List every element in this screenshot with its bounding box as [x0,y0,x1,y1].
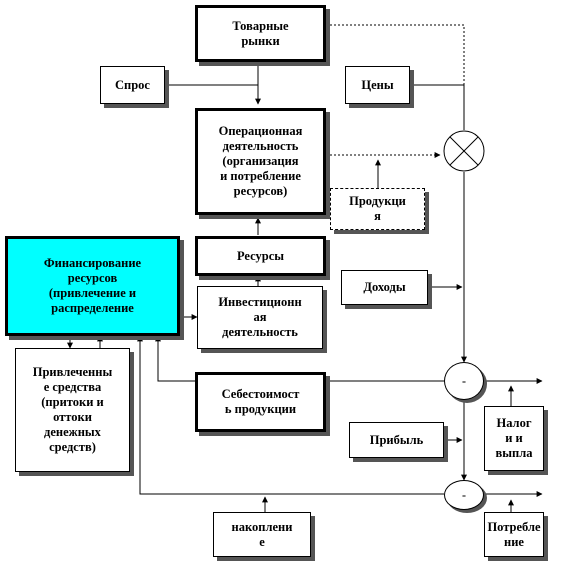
connector-minus2-to-financing [137,335,444,495]
connector-minus1-to-financing [155,335,444,382]
box-investment: Инвестиционн ая деятельность [197,286,323,349]
box-accumulation: накоплени е [213,512,311,557]
merge-node [443,130,485,172]
box-products: Продукци я [330,188,425,230]
minus-node-2: - [444,480,484,510]
box-operations: Операционная деятельность (организация и… [195,108,326,215]
box-taxes: Налог и и выпла [484,406,544,471]
box-financing: Финансирование ресурсов (привлечение и р… [5,236,180,336]
box-raised-funds: Привлеченны е средства (притоки и оттоки… [15,348,130,472]
box-cost-of-production: Себестоимост ь продукции [195,372,326,432]
box-consumption: Потребле ние [484,512,544,557]
box-income: Доходы [341,270,428,305]
box-profit: Прибыль [349,422,444,458]
minus-node-1: - [444,362,484,400]
box-resources: Ресурсы [195,236,326,276]
box-prices: Цены [345,66,410,104]
box-product-markets: Товарные рынки [195,5,326,62]
connector-prices-to-merge [410,84,465,130]
box-demand: Спрос [100,66,165,104]
